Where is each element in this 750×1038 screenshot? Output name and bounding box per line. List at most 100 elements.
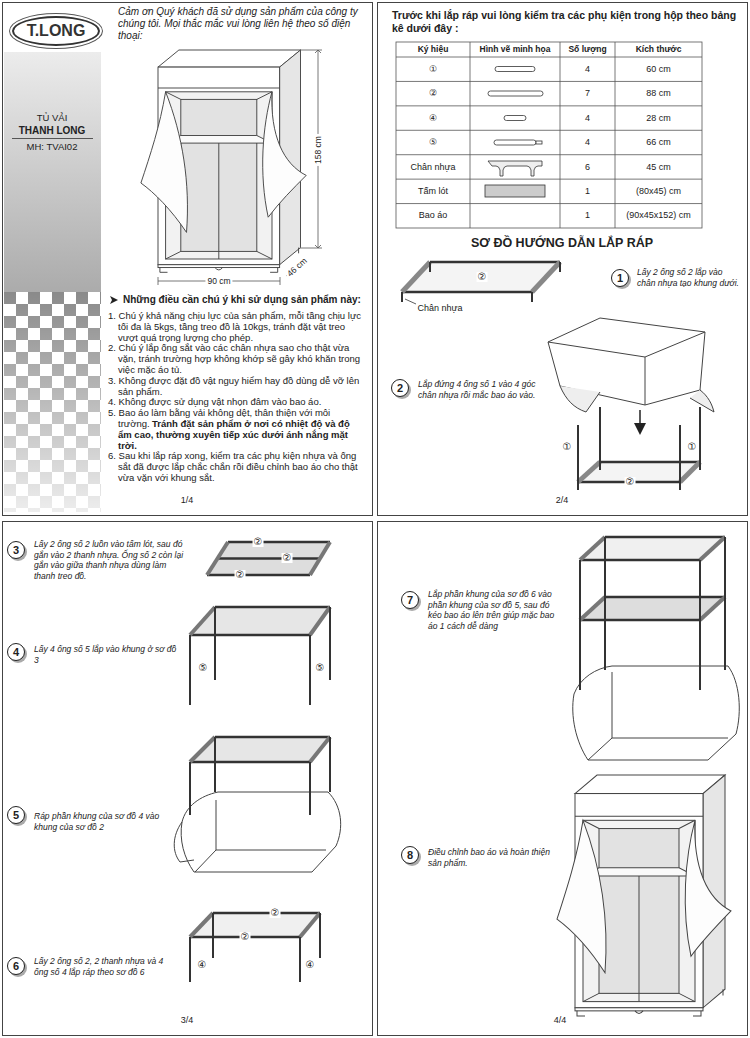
frame bbox=[190, 913, 320, 937]
frame bbox=[190, 761, 310, 764]
step-instruction: Lắp đứng 4 ống số 1 vào 4 góc chân nhựa … bbox=[418, 379, 536, 400]
callout-number: ② bbox=[477, 272, 488, 282]
node-text: 8 bbox=[407, 849, 413, 861]
note-item: 6. Sau khi lắp ráp xong, kiểm tra các ph… bbox=[108, 451, 364, 483]
frame bbox=[190, 607, 330, 705]
sidebar bbox=[12, 138, 93, 139]
intro-text: Trước khi lắp ráp vui lòng kiểm tra các … bbox=[392, 9, 740, 34]
table-header: Kích thước bbox=[615, 42, 702, 57]
leader-line bbox=[405, 299, 416, 304]
table-cell: 1 bbox=[560, 179, 615, 203]
callout-number: ② bbox=[235, 570, 246, 580]
leader-line bbox=[405, 299, 416, 304]
brand-logo: T.LONG bbox=[12, 16, 100, 46]
intro-text: Cảm ơn Quý khách đã sử dụng sản phẩm của… bbox=[118, 6, 368, 42]
frame bbox=[578, 462, 700, 490]
page-frame bbox=[3, 522, 373, 1036]
step-instruction: Ráp phần khung của sơ đồ 4 vào khung của… bbox=[34, 811, 174, 832]
shelf-frame bbox=[207, 574, 310, 577]
step-instruction: Lấy 2 ống số 2 lắp vào chân nhựa tạo khu… bbox=[637, 267, 743, 288]
table-header: Số lượng bbox=[560, 42, 615, 57]
frame bbox=[580, 597, 725, 620]
cover-fabric bbox=[573, 666, 740, 760]
frame bbox=[190, 607, 215, 635]
callout-number: ② bbox=[270, 908, 281, 918]
frame bbox=[190, 913, 213, 937]
frame bbox=[190, 737, 330, 762]
shelf-frame bbox=[310, 542, 330, 575]
callout-number: ⑤ bbox=[315, 663, 326, 673]
table-cell: 60 cm bbox=[615, 57, 702, 81]
table-cell: ① bbox=[396, 57, 470, 81]
part-label: Chân nhựa bbox=[416, 303, 463, 314]
table-cell: 4 bbox=[560, 106, 615, 130]
page-frame bbox=[3, 3, 748, 1036]
frame bbox=[580, 537, 605, 560]
bottom-frame bbox=[402, 291, 532, 294]
bottom-frame bbox=[402, 262, 560, 302]
wardrobe-drawing bbox=[557, 775, 731, 1016]
frame bbox=[580, 619, 700, 622]
frame bbox=[578, 462, 600, 482]
frame bbox=[605, 596, 725, 599]
frame bbox=[310, 607, 330, 635]
wardrobe-drawing bbox=[557, 775, 731, 1016]
node-text: 3 bbox=[13, 544, 19, 556]
part-picture bbox=[485, 185, 545, 197]
part-picture bbox=[488, 161, 542, 176]
step-instruction: Lấy 2 ống số 2, 2 thanh nhựa và 4 ống số… bbox=[34, 956, 179, 977]
part-picture bbox=[495, 67, 535, 72]
callout-number: ② bbox=[240, 932, 251, 942]
page-number: 3/4 bbox=[181, 1015, 194, 1026]
note-list: 1. Chú ý khả năng chịu lực của sản phẩm,… bbox=[108, 311, 364, 484]
bottom-frame bbox=[402, 262, 430, 292]
frame bbox=[190, 913, 320, 982]
part-picture bbox=[536, 141, 542, 144]
frame bbox=[580, 537, 725, 690]
frame bbox=[190, 634, 310, 637]
shelf-frame bbox=[218, 557, 321, 560]
table-cell: 88 cm bbox=[615, 81, 702, 105]
note-heading: Những điều cần chú ý khi sử dụng sản phẩ… bbox=[123, 294, 363, 306]
table-header: Hình vẽ minh họa bbox=[470, 42, 560, 57]
frame bbox=[190, 607, 330, 635]
parts-table bbox=[396, 42, 702, 228]
page-number: 2/4 bbox=[556, 495, 569, 506]
callout-number: ① bbox=[687, 442, 698, 452]
cover-fabric bbox=[560, 386, 600, 412]
frame bbox=[190, 737, 215, 762]
product-name: THANH LONG bbox=[19, 125, 86, 137]
table-cell: 4 bbox=[560, 130, 615, 154]
part-picture bbox=[488, 91, 543, 96]
note-item: 5. Bao áo làm bằng vải không dệt, thân t… bbox=[108, 408, 364, 451]
step-instruction: Điều chỉnh bao áo và hoàn thiện sản phẩm… bbox=[428, 847, 553, 868]
callout-number: ④ bbox=[305, 960, 316, 970]
sidebar bbox=[4, 52, 101, 512]
callout-number: ⑤ bbox=[198, 663, 209, 673]
arrow bbox=[640, 410, 641, 432]
node-text: 1 bbox=[617, 272, 623, 284]
note-item: 4. Không được sử dụng vật nhọn đâm vào b… bbox=[108, 397, 364, 408]
frame bbox=[215, 606, 330, 609]
frame bbox=[580, 559, 700, 562]
table-cell: 4 bbox=[560, 57, 615, 81]
frame bbox=[190, 913, 320, 982]
note-item: 1. Chú ý khả năng chịu lực của sản phẩm,… bbox=[108, 311, 364, 343]
step-instruction: Lắp phần khung của sơ đồ 6 vào phần khun… bbox=[428, 589, 563, 631]
bottom-frame bbox=[402, 262, 560, 302]
sidebar bbox=[4, 292, 101, 512]
callout-number: ① bbox=[562, 442, 573, 452]
table-cell: 1 bbox=[560, 204, 615, 228]
table-cell: Chân nhựa bbox=[396, 155, 470, 179]
frame bbox=[700, 597, 725, 620]
bottom-frame bbox=[430, 261, 560, 264]
parts-table bbox=[396, 42, 702, 228]
frame bbox=[580, 537, 725, 690]
table-cell: ② bbox=[396, 81, 470, 105]
page-number: 1/4 bbox=[181, 495, 194, 506]
section-title: SƠ ĐỒ HƯỚNG DẪN LẮP RÁP bbox=[471, 236, 653, 251]
table-cell: (80x45) cm bbox=[615, 179, 702, 203]
table-cell: ④ bbox=[396, 106, 470, 130]
callout-number: ② bbox=[625, 477, 636, 487]
wardrobe-drawing bbox=[141, 50, 306, 272]
